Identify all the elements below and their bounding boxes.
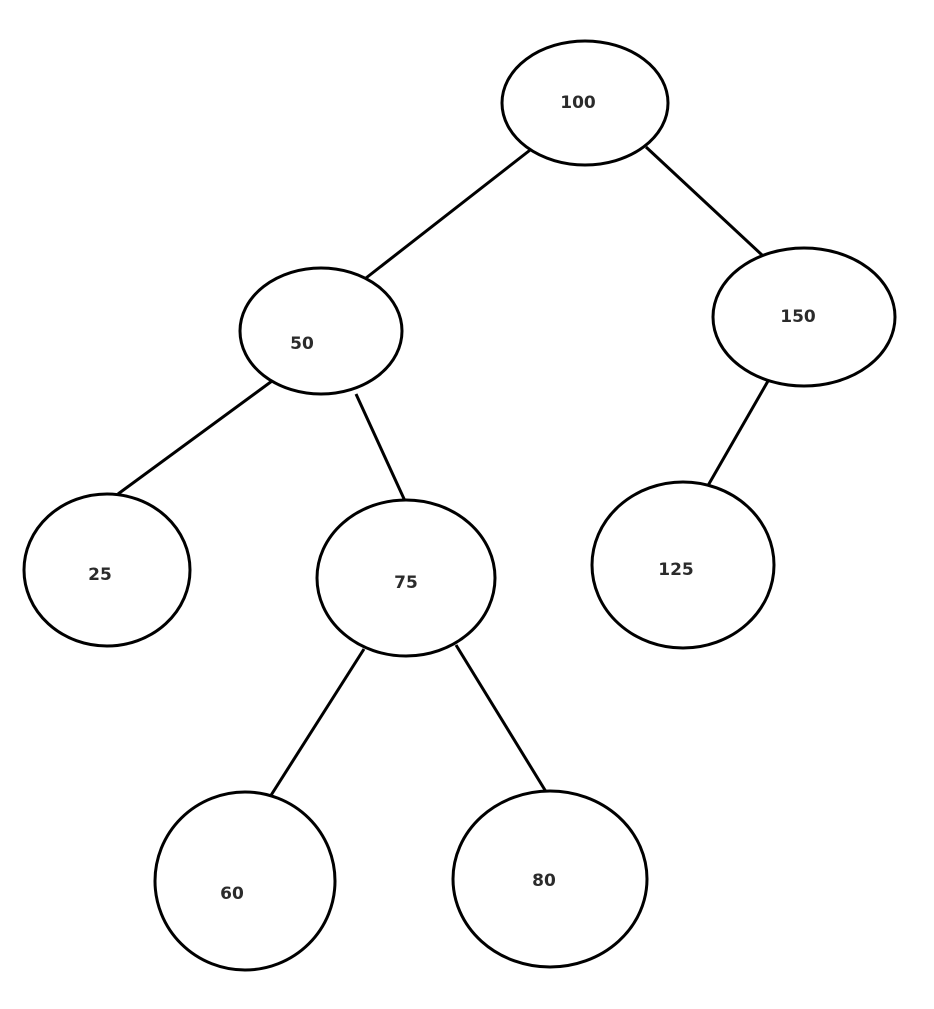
edge-75-60 (266, 648, 366, 801)
tree-node: 150 (711, 246, 897, 388)
edge-100-150 (644, 145, 764, 257)
node-label: 75 (394, 573, 418, 593)
node-circle (22, 492, 192, 648)
node-label: 125 (658, 560, 694, 580)
node-circle (315, 498, 497, 658)
node-circle (711, 246, 897, 388)
edge-50-75 (354, 393, 407, 502)
tree-node: 100 (500, 39, 670, 167)
node-label: 100 (560, 93, 596, 113)
tree-node: 125 (590, 480, 776, 650)
node-label: 50 (290, 334, 314, 354)
node-label: 80 (532, 871, 556, 891)
node-circle (153, 790, 337, 972)
node-circle (238, 266, 404, 396)
edge-50-25 (117, 379, 273, 496)
node-circle (590, 480, 776, 650)
node-label: 60 (220, 884, 244, 904)
node-label: 25 (88, 565, 112, 585)
tree-node: 60 (153, 790, 337, 972)
node-circle (451, 789, 649, 969)
tree-node: 25 (22, 492, 192, 648)
node-label: 150 (780, 307, 816, 327)
tree-node: 50 (238, 266, 404, 396)
tree-node: 80 (451, 789, 649, 969)
edge-75-80 (454, 644, 550, 796)
edge-100-50 (365, 145, 535, 280)
tree-node: 75 (315, 498, 497, 658)
edge-150-125 (700, 380, 770, 497)
node-circle (500, 39, 670, 167)
